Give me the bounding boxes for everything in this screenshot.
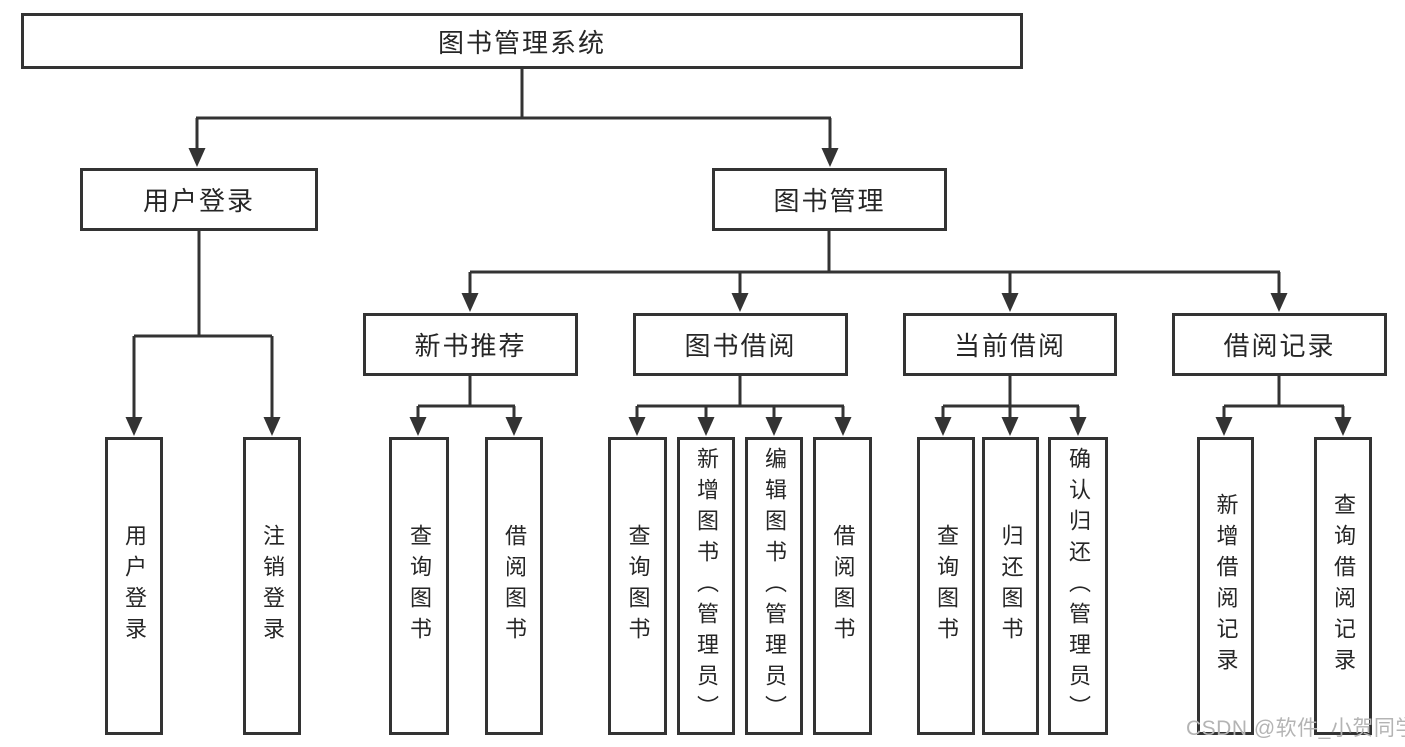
node-user-login: 用户登录: [105, 437, 163, 735]
node-library-management-system: 图书管理系统: [21, 13, 1023, 69]
node-query-books: 查询图书: [608, 437, 667, 735]
node-borrow-books: 借阅图书: [485, 437, 543, 735]
node-logout: 注销登录: [243, 437, 301, 735]
node-query-books: 查询图书: [917, 437, 975, 735]
node-add-borrow-record: 新增借阅记录: [1197, 437, 1254, 735]
node-edit-book-admin: 编辑图书（管理员）: [745, 437, 803, 735]
node-borrowing-records: 借阅记录: [1172, 313, 1387, 376]
node-book-borrowing: 图书借阅: [633, 313, 848, 376]
node-query-books: 查询图书: [389, 437, 449, 735]
node-book-management-branch: 图书管理: [712, 168, 947, 231]
node-add-book-admin: 新增图书（管理员）: [677, 437, 735, 735]
watermark: CSDN @软件_小贺同学: [1186, 717, 1405, 740]
node-return-books: 归还图书: [982, 437, 1039, 735]
node-current-borrowing: 当前借阅: [903, 313, 1117, 376]
node-confirm-return-admin: 确认归还（管理员）: [1048, 437, 1108, 735]
node-user-login-branch: 用户登录: [80, 168, 318, 231]
node-borrow-books: 借阅图书: [813, 437, 872, 735]
node-new-book-recommendation: 新书推荐: [363, 313, 578, 376]
node-query-borrow-record: 查询借阅记录: [1314, 437, 1372, 735]
